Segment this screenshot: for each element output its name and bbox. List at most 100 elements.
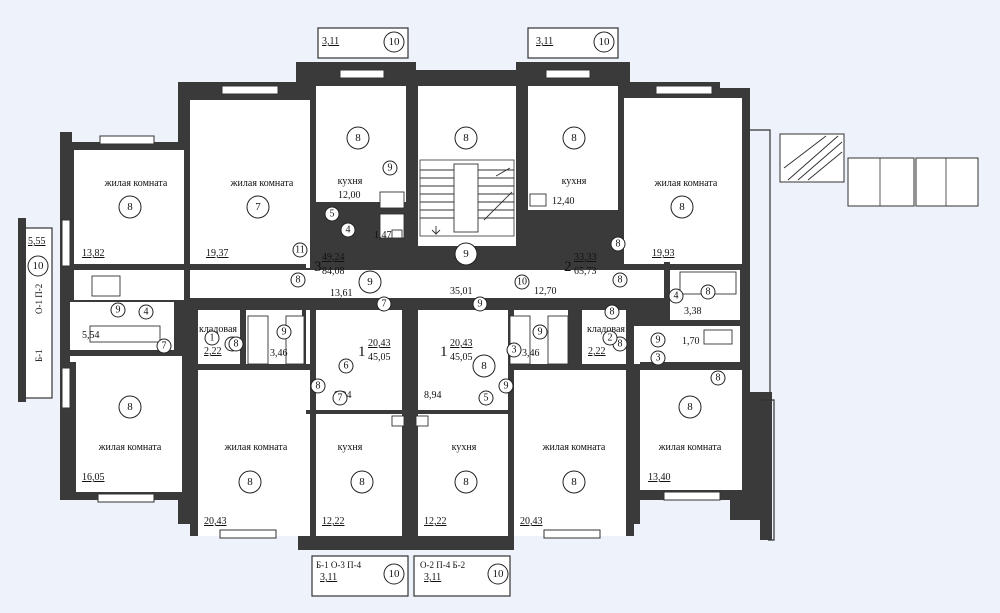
marker-circle [454,242,478,266]
room-label-living: жилая комната [98,442,162,453]
marker-number: 11 [295,245,305,256]
marker-circle [340,222,356,238]
room-label-living: жилая комната [542,442,606,453]
room-label-storage: кладовая [587,324,625,335]
area: 2,22 [588,346,606,357]
marker-circle [668,288,684,304]
area: 13,82 [82,248,105,259]
area: 20,43 [520,516,543,527]
marker-circle [562,126,586,150]
marker-number: 8 [247,476,253,488]
rooms [70,86,742,536]
marker-circle [156,338,172,354]
area: 13,61 [330,288,353,299]
marker-circle [238,470,262,494]
marker-circle [383,31,405,53]
marker-number: 8 [481,360,487,372]
marker-circle [292,242,308,258]
marker-number: 8 [706,287,711,298]
marker-number: 9 [538,327,543,338]
stair [419,159,515,237]
marker-number: 8 [571,132,577,144]
marker-number: 10 [389,568,401,580]
marker-circle [138,304,154,320]
area: 1,70 [682,336,700,347]
area: 13,40 [648,472,671,483]
marker-number: 9 [463,248,469,260]
balcony-marks: Б-1 [34,349,44,362]
marker-number: 8 [618,275,623,286]
room-label-living: жилая комната [104,178,168,189]
marker-circle [246,195,270,219]
marker-number: 9 [504,381,509,392]
marker-circle [710,370,726,386]
windows [61,69,721,539]
marker-number: 8 [127,201,133,213]
marker-number: 5 [484,393,489,404]
marker-circle [593,31,615,53]
marker-circle [602,330,618,346]
marker-number: 9 [478,299,483,310]
room-label-living: жилая комната [654,178,718,189]
marker-number: 8 [355,132,361,144]
marker-number: 8 [687,401,693,413]
marker-circle [204,330,220,346]
marker-circle [382,160,398,176]
apartment-living-area: 49,24 [322,252,345,263]
area: 1,47 [374,230,392,241]
apartment-total-area: 65,73 [574,266,597,277]
area: 12,40 [552,196,575,207]
balcony-marks: Б-1 О-3 П-4 [316,560,362,570]
marker-number: 8 [359,476,365,488]
apartment-number: 1 [358,344,366,360]
marker-number: 1 [210,333,215,344]
marker-circle [228,336,244,352]
marker-circle [478,390,494,406]
marker-number: 9 [282,327,287,338]
room-label-living: жилая комната [224,442,288,453]
marker-circle [383,563,405,585]
marker-number: 10 [389,36,401,48]
area: 19,37 [206,248,229,259]
marker-circle [700,284,716,300]
marker-circle [276,324,292,340]
area: 12,00 [338,190,361,201]
marker-number: 8 [463,476,469,488]
marker-number: 8 [616,239,621,250]
marker-circle [610,236,626,252]
apartment-number: 3 [314,259,322,275]
balcony-area: 5,55 [28,236,46,247]
marker-number: 9 [656,335,661,346]
marker-number: 10 [493,568,505,580]
area: 3,46 [522,348,540,359]
balcony-area: 3,11 [322,36,339,47]
marker-circle [498,378,514,394]
area: 3,38 [684,306,702,317]
area: 20,43 [204,516,227,527]
area: 5,54 [82,330,100,341]
marker-number: 7 [382,299,387,310]
apartment-number: 2 [564,259,572,275]
marker-number: 2 [608,333,613,344]
balcony-area: 3,11 [320,572,337,583]
marker-number: 8 [610,307,615,318]
apartment-total-area: 45,05 [368,352,391,363]
marker-number: 4 [144,307,149,318]
apartment-total-area: 84,08 [322,266,345,277]
area: 12,22 [322,516,345,527]
marker-circle [346,126,370,150]
marker-circle [612,272,628,288]
marker-number: 5 [330,209,335,220]
marker-circle [118,195,142,219]
plan-labels: жилая комната жилая комната кухня кухня … [28,36,722,583]
marker-circle [487,563,509,585]
marker-number: 8 [679,201,685,213]
marker-number: 8 [234,339,239,350]
marker-circle [332,390,348,406]
marker-number: 6 [344,361,349,372]
apartment-living-area: 33,33 [574,252,597,263]
right-outline [750,129,775,541]
marker-number: 8 [571,476,577,488]
marker-circle [454,126,478,150]
room-number-markers: 8788889541189971088949818994893882389768… [27,31,726,585]
